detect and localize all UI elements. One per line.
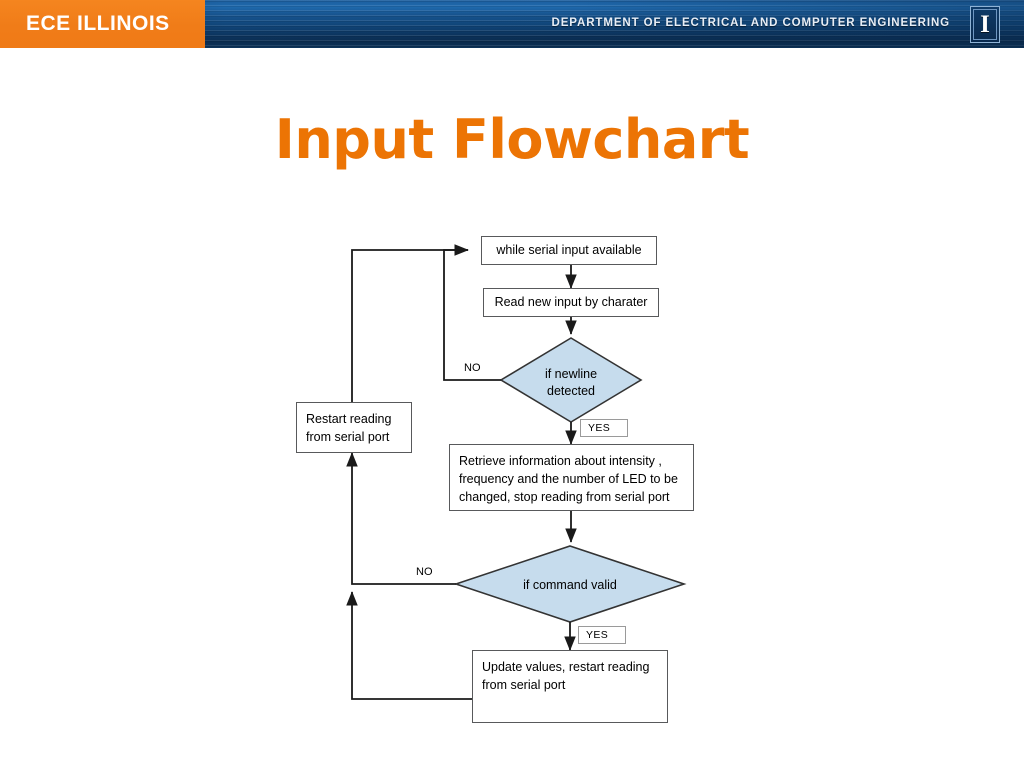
- node-read-new-input-label: Read new input by charater: [494, 295, 648, 310]
- edge-update-to-restart-loop: [346, 591, 472, 700]
- node-retrieve-information[interactable]: Retrieve information about intensity , f…: [449, 444, 694, 511]
- node-update-values-line1: Update values, restart reading: [482, 660, 650, 674]
- node-retrieve-information-line2: frequency and the number of LED to be: [459, 472, 678, 487]
- illinois-block-i-inner-frame: I: [973, 9, 997, 40]
- decision-newline-shape: [499, 337, 643, 423]
- node-retrieve-information-line1: Retrieve information about intensity ,: [459, 454, 662, 468]
- node-while-serial-input-available[interactable]: while serial input available: [481, 236, 657, 265]
- edge-label-command-yes: YES: [578, 626, 626, 644]
- edge-restart-to-while-loop: [351, 249, 468, 402]
- page-title: Input Flowchart: [274, 108, 750, 171]
- page-header-banner: ECE ILLINOIS DEPARTMENT OF ELECTRICAL AN…: [0, 0, 1024, 48]
- node-restart-reading-line2: from serial port: [306, 430, 390, 445]
- ece-illinois-logo: ECE ILLINOIS: [0, 0, 205, 48]
- node-retrieve-information-line3: changed, stop reading from serial port: [459, 490, 670, 505]
- edge-label-newline-yes: YES: [580, 419, 628, 437]
- node-restart-reading[interactable]: Restart reading from serial port: [296, 402, 412, 453]
- illinois-block-i-logo: I: [970, 6, 1000, 43]
- node-update-values[interactable]: Update values, restart reading from seri…: [472, 650, 668, 723]
- node-update-values-line2: from serial port: [482, 678, 566, 693]
- node-read-new-input[interactable]: Read new input by charater: [483, 288, 659, 317]
- department-title: DEPARTMENT OF ELECTRICAL AND COMPUTER EN…: [551, 17, 950, 29]
- edge-label-newline-no: NO: [464, 362, 481, 374]
- ece-illinois-logo-text: ECE ILLINOIS: [26, 12, 170, 35]
- decision-command-valid-shape: [453, 545, 687, 623]
- edge-label-command-no: NO: [416, 566, 433, 578]
- edge-command-no-loop: [346, 452, 456, 585]
- node-while-serial-input-available-label: while serial input available: [496, 243, 642, 258]
- illinois-block-i-glyph: I: [980, 11, 990, 38]
- node-restart-reading-line1: Restart reading: [306, 412, 392, 426]
